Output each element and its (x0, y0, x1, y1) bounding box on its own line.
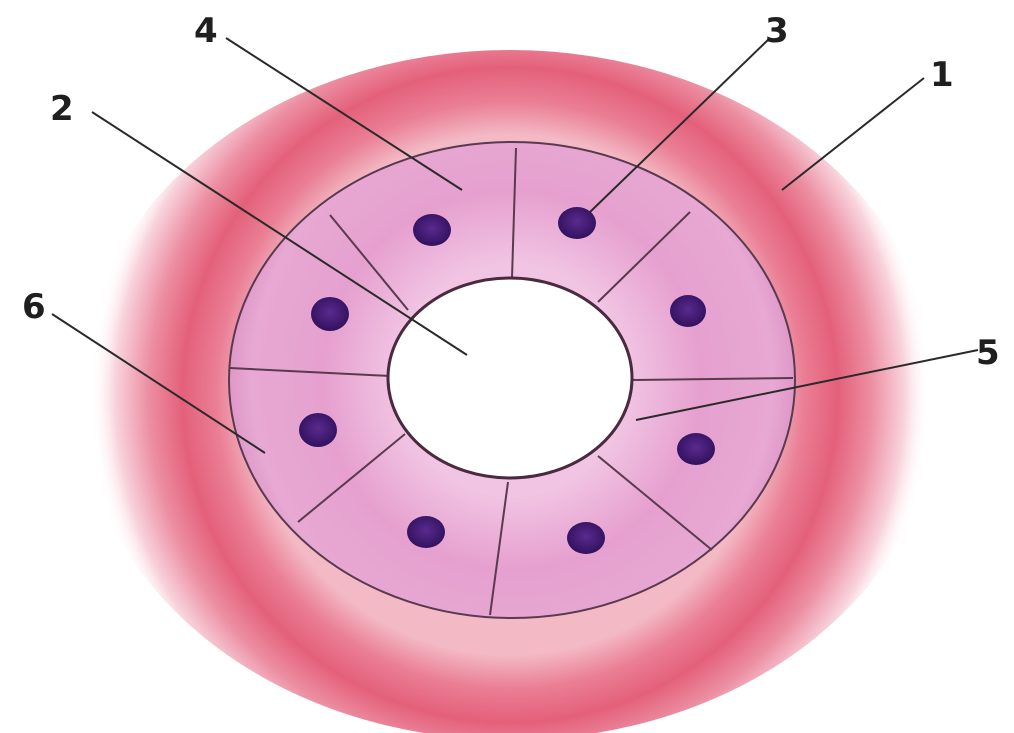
nucleus (299, 413, 337, 447)
nucleus (670, 295, 706, 327)
label-4: 4 (194, 11, 218, 51)
lumen (388, 278, 632, 478)
nucleus (567, 522, 605, 554)
leader-line-1 (782, 78, 924, 190)
nucleus (413, 214, 451, 246)
label-2: 2 (50, 89, 74, 129)
label-5: 5 (976, 333, 1000, 373)
nucleus (677, 433, 715, 465)
label-6: 6 (22, 287, 46, 327)
nucleus (311, 297, 349, 331)
label-3: 3 (765, 11, 789, 51)
nucleus (407, 516, 445, 548)
label-1: 1 (930, 55, 954, 95)
